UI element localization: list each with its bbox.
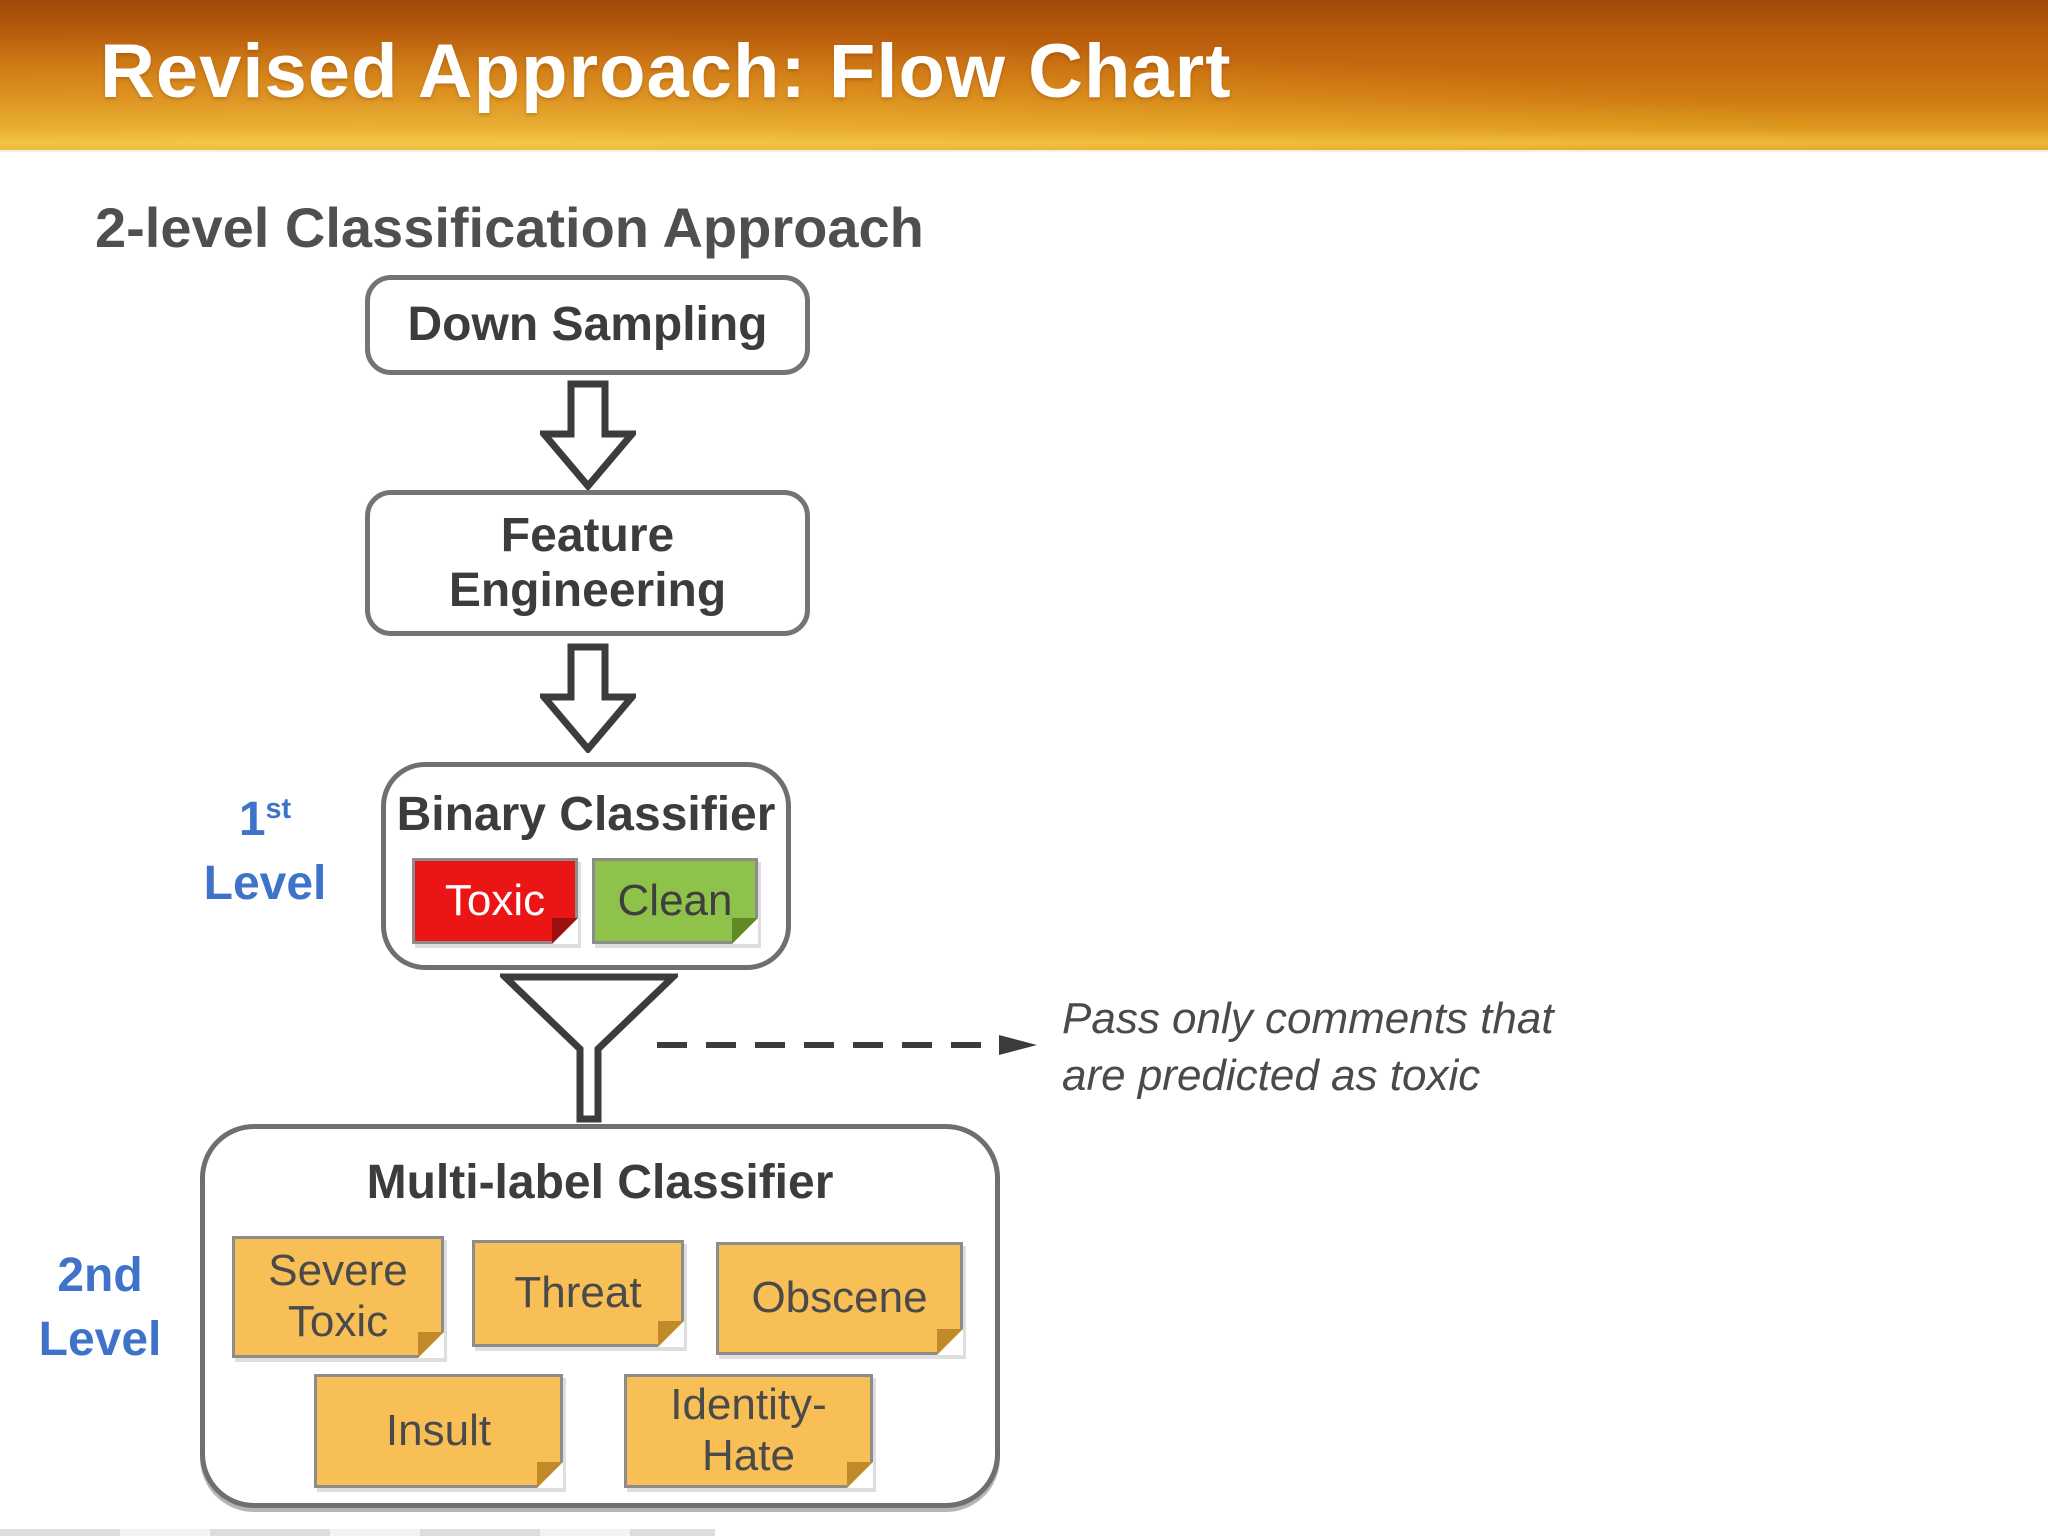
- node-down-sampling: Down Sampling: [365, 275, 810, 375]
- node-down-sampling-label: Down Sampling: [407, 298, 768, 352]
- sticky-note-severe-toxic-label: Severe Toxic: [268, 1246, 408, 1346]
- folded-corner-cut: [658, 1321, 684, 1347]
- sticky-note-clean-label: Clean: [617, 875, 733, 925]
- folded-corner-cut: [937, 1329, 963, 1355]
- pass-note-line2: are predicted as toxic: [1062, 1051, 1481, 1101]
- sticky-note-threat: Threat: [472, 1240, 684, 1347]
- sticky-note-identity-hate: Identity-Hate: [624, 1374, 873, 1488]
- pass-note: Pass only comments that are predicted as…: [1062, 990, 1554, 1104]
- level-2-marker: 2nd Level: [20, 1252, 180, 1364]
- bottom-edge-artifact: [0, 1529, 715, 1536]
- down-block-arrow-icon: [540, 380, 636, 490]
- sticky-note-obscene-label: Obscene: [751, 1273, 928, 1323]
- level-1-ordinal: st: [265, 793, 292, 825]
- slide-header: Revised Approach: Flow Chart: [0, 0, 2048, 152]
- sticky-note-obscene: Obscene: [716, 1242, 963, 1355]
- folded-corner-cut: [847, 1462, 873, 1488]
- slide-subtitle: 2-level Classification Approach: [95, 196, 924, 259]
- folded-corner-cut: [732, 918, 758, 944]
- level-2-number: 2nd: [57, 1249, 143, 1302]
- level-1-word: Level: [203, 857, 327, 910]
- dashed-right-arrow-icon: [657, 1035, 1037, 1055]
- folded-corner-cut: [537, 1462, 563, 1488]
- sticky-note-toxic-label: Toxic: [444, 875, 546, 925]
- level-2-ordinal: nd: [84, 1249, 143, 1302]
- funnel-icon: [500, 973, 678, 1123]
- sticky-note-insult: Insult: [314, 1374, 563, 1488]
- down-block-arrow-icon: [540, 643, 636, 753]
- level-2-word: Level: [38, 1313, 162, 1366]
- node-feature-engineering-label: Feature Engineering: [448, 508, 727, 617]
- sticky-note-threat-label: Threat: [514, 1268, 642, 1318]
- sticky-note-severe-toxic: Severe Toxic: [232, 1236, 444, 1358]
- node-feature-engineering: Feature Engineering: [365, 490, 810, 636]
- sticky-note-toxic: Toxic: [412, 858, 578, 944]
- pass-note-line1: Pass only comments that: [1062, 994, 1554, 1043]
- folded-corner-cut: [552, 918, 578, 944]
- sticky-note-insult-label: Insult: [385, 1405, 492, 1455]
- folded-corner-cut: [418, 1332, 444, 1358]
- slide-title: Revised Approach: Flow Chart: [100, 29, 1232, 114]
- sticky-note-clean: Clean: [592, 858, 758, 944]
- multi-label-classifier-title: Multi-label Classifier: [366, 1156, 834, 1209]
- level-1-number: 1st: [238, 793, 292, 846]
- sticky-note-identity-hate-label: Identity-Hate: [670, 1380, 827, 1480]
- level-1-marker: 1st Level: [170, 795, 360, 908]
- binary-classifier-title: Binary Classifier: [396, 788, 776, 841]
